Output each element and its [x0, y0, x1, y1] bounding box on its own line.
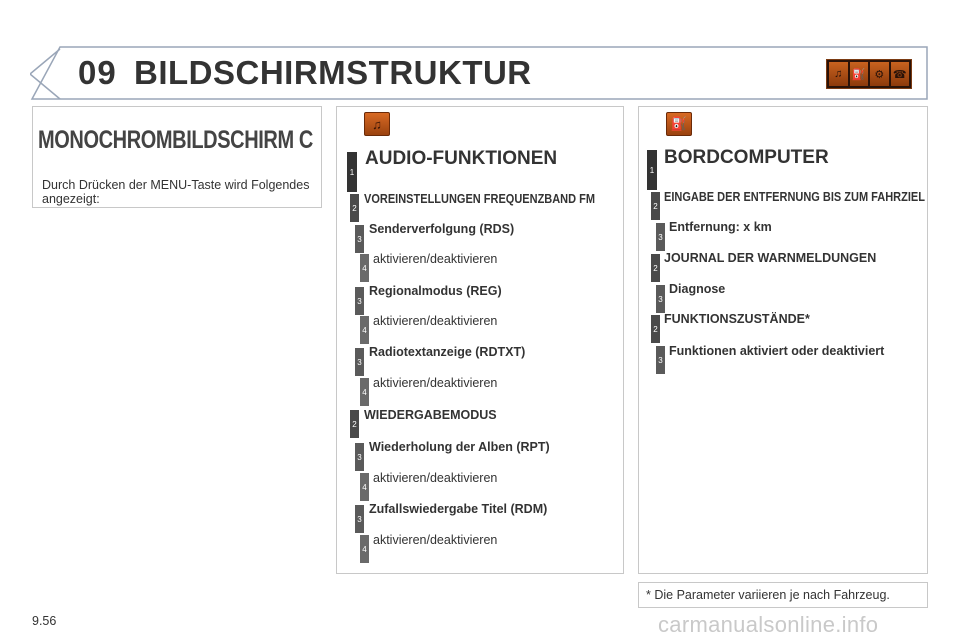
menu-item: aktivieren/deaktivieren [373, 533, 498, 547]
level-marker: 3 [656, 285, 665, 313]
watermark: carmanualsonline.info [658, 612, 879, 637]
level-marker: 3 [355, 348, 364, 376]
level-marker: 2 [651, 254, 660, 282]
level-marker: 3 [355, 287, 364, 315]
level-marker: 3 [355, 505, 364, 533]
audio-note-icon: ♫ [364, 112, 390, 136]
level-marker: 2 [350, 410, 359, 438]
menu-item: FUNKTIONSZUSTÄNDE* [664, 312, 810, 326]
audio-functions-title: AUDIO-FUNKTIONEN [365, 148, 558, 169]
level-marker: 4 [360, 316, 369, 344]
radio-icon: ♫ [829, 62, 848, 86]
phone-icon: ☎ [890, 62, 909, 86]
monochrome-intro-panel [32, 106, 322, 208]
bordcomputer-panel [638, 106, 928, 574]
menu-item: Zufallswiedergabe Titel (RDM) [369, 502, 548, 516]
menu-item: Entfernung: x km [669, 220, 772, 234]
footnote-text: * Die Parameter variieren je nach Fahrze… [646, 588, 890, 602]
menu-item: Funktionen aktiviert oder deaktiviert [669, 344, 885, 358]
menu-item: Diagnose [669, 282, 726, 296]
monochrome-display-title: MONOCHROMBILDSCHIRM C [38, 126, 313, 154]
menu-item: EINGABE DER ENTFERNUNG BIS ZUM FAHRZIEL [664, 190, 925, 204]
menu-item: aktivieren/deaktivieren [373, 252, 498, 266]
level-1-marker: 1 [347, 152, 357, 192]
level-marker: 2 [651, 315, 660, 343]
menu-item: aktivieren/deaktivieren [373, 376, 498, 390]
level-marker: 4 [360, 378, 369, 406]
chapter-title: BILDSCHIRMSTRUKTUR [134, 54, 532, 91]
level-marker: 3 [355, 225, 364, 253]
menu-item: VOREINSTELLUNGEN FREQUENZBAND FM [364, 192, 595, 206]
fuel-pump-icon: ⛽ [666, 112, 692, 136]
level-marker: 4 [360, 535, 369, 563]
level-marker: 4 [360, 254, 369, 282]
menu-item: JOURNAL DER WARNMELDUNGEN [664, 251, 877, 265]
audio-display-icon: ♫ ⛽ ⚙ ☎ [826, 59, 912, 89]
level-marker: 4 [360, 473, 369, 501]
bordcomputer-title: BORDCOMPUTER [664, 147, 829, 168]
menu-item: WIEDERGABEMODUS [364, 408, 497, 422]
level-marker: 2 [651, 192, 660, 220]
settings-icon: ⚙ [870, 62, 889, 86]
level-marker: 3 [656, 346, 665, 374]
level-marker: 3 [656, 223, 665, 251]
chapter-number: 09 [78, 54, 117, 91]
menu-item: Regionalmodus (REG) [369, 284, 502, 298]
page-number: 9.56 [32, 614, 57, 628]
chapter-header-band [30, 46, 928, 100]
fuel-icon: ⛽ [849, 62, 868, 86]
level-1-marker: 1 [647, 150, 657, 190]
menu-item: Radiotextanzeige (RDTXT) [369, 345, 526, 359]
menu-item: Wiederholung der Alben (RPT) [369, 440, 550, 454]
intro-text: Durch Drücken der MENU-Taste wird Folgen… [42, 178, 310, 206]
footnote-box [638, 582, 928, 608]
level-marker: 3 [355, 443, 364, 471]
menu-item: aktivieren/deaktivieren [373, 471, 498, 485]
menu-item: Senderverfolgung (RDS) [369, 222, 515, 236]
menu-item: aktivieren/deaktivieren [373, 314, 498, 328]
level-marker: 2 [350, 194, 359, 222]
audio-functions-panel [336, 106, 624, 574]
